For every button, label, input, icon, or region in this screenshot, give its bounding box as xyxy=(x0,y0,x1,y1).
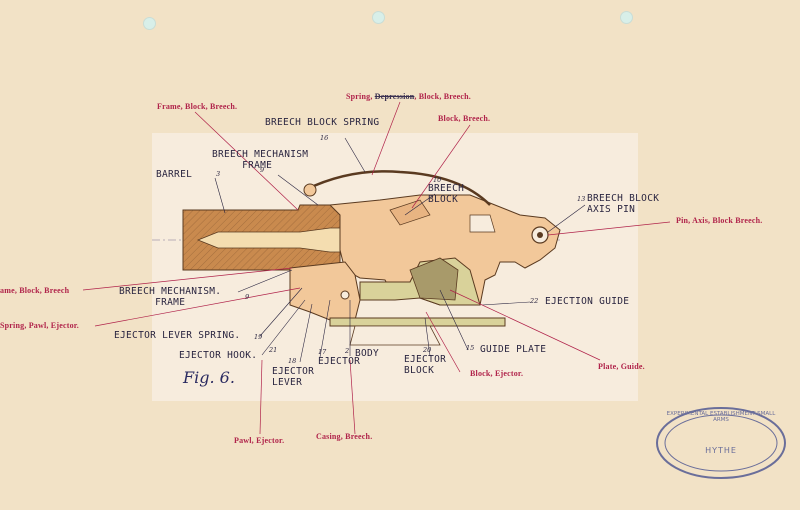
part-number: 19 xyxy=(254,333,263,341)
label-ejector-lever-spring: EJECTOR LEVER SPRING. xyxy=(114,330,241,341)
label-breech-mechanism-frame-low: BREECH MECHANISM. FRAME xyxy=(119,286,222,308)
red-label-block-breech: Block, Breech. xyxy=(438,114,491,123)
red-label-plate-guide: Plate, Guide. xyxy=(598,362,645,371)
part-number: 17 xyxy=(318,348,327,356)
part-number: 21 xyxy=(269,346,278,354)
red-leader-lines xyxy=(82,101,671,435)
label-guide-plate: GUIDE PLATE xyxy=(480,344,547,355)
red-label-pawl-ejector: Pawl, Ejector. xyxy=(234,436,285,445)
red-label-pin-axis: Pin, Axis, Block Breech. xyxy=(676,216,763,225)
leader-lines xyxy=(214,137,586,363)
red-label-spring-block-breech: Spring, Depression, Block, Breech. xyxy=(346,92,471,101)
spring-eye xyxy=(303,183,317,197)
red-label-frame-block-breech-left: ame, Block, Breech xyxy=(0,286,70,295)
part-number: 9 xyxy=(245,293,250,301)
part-number: 18 xyxy=(288,357,297,365)
part-number: 2 xyxy=(345,347,350,355)
label-breech-block-axis-pin: BREECH BLOCK AXIS PIN xyxy=(587,193,660,215)
ejection-guide-shape xyxy=(329,317,506,327)
label-ejector-block: EJECTOR BLOCK xyxy=(404,354,447,376)
label-breech-block: BREECH BLOCK xyxy=(428,183,465,205)
part-number: 3 xyxy=(216,170,221,178)
part-number: 15 xyxy=(466,344,475,352)
part-number: 16 xyxy=(320,134,329,142)
breech-block-shape xyxy=(328,194,561,306)
red-label-block-ejector: Block, Ejector. xyxy=(470,369,524,378)
punch-hole xyxy=(143,17,156,30)
breech-block-cutout xyxy=(469,214,496,233)
stamp-text-line1: EXPERIMENTAL ESTABLISHMENT SMALL ARMS xyxy=(666,411,776,423)
ejector-assembly-shape xyxy=(289,261,361,321)
ejector-pin xyxy=(340,290,350,300)
label-ejection-guide: EJECTION GUIDE xyxy=(545,296,630,307)
guide-plate-shape xyxy=(409,257,459,301)
stamp-text-line2: HYTHE xyxy=(705,446,737,455)
label-barrel: BARREL xyxy=(156,169,193,180)
red-label-frame-block-breech: Frame, Block, Breech. xyxy=(157,102,238,111)
part-number: 22 xyxy=(530,297,539,305)
label-ejector-hook: EJECTOR HOOK. xyxy=(179,350,258,361)
figure-title: Fig. 6. xyxy=(183,368,235,387)
establishment-stamp: EXPERIMENTAL ESTABLISHMENT SMALL ARMS HY… xyxy=(653,405,789,481)
stamp-oval xyxy=(656,407,786,479)
part-number: 20 xyxy=(423,346,432,354)
label-ejector-lever: EJECTOR LEVER xyxy=(272,366,315,388)
spring-shape xyxy=(304,170,491,206)
cartridge-shape xyxy=(196,227,341,253)
punch-hole xyxy=(372,11,385,24)
part-number: 10 xyxy=(433,176,442,184)
label-body: BODY xyxy=(355,348,380,359)
label-ejector: EJECTOR xyxy=(318,356,361,367)
axis-pin-inner xyxy=(537,232,543,238)
part-number: 9 xyxy=(260,166,265,174)
label-breech-mechanism-frame-top: BREECH MECHANISM FRAME xyxy=(212,149,309,171)
part-number: 13 xyxy=(577,195,586,203)
breech-block-detail xyxy=(389,199,431,226)
red-label-spring-pawl-ejector: Spring, Pawl, Ejector. xyxy=(0,321,79,330)
punch-hole xyxy=(620,11,633,24)
label-breech-block-spring: BREECH BLOCK SPRING xyxy=(265,117,380,128)
red-label-casing-breech: Casing, Breech. xyxy=(316,432,373,441)
body-lower-shape xyxy=(349,325,441,346)
